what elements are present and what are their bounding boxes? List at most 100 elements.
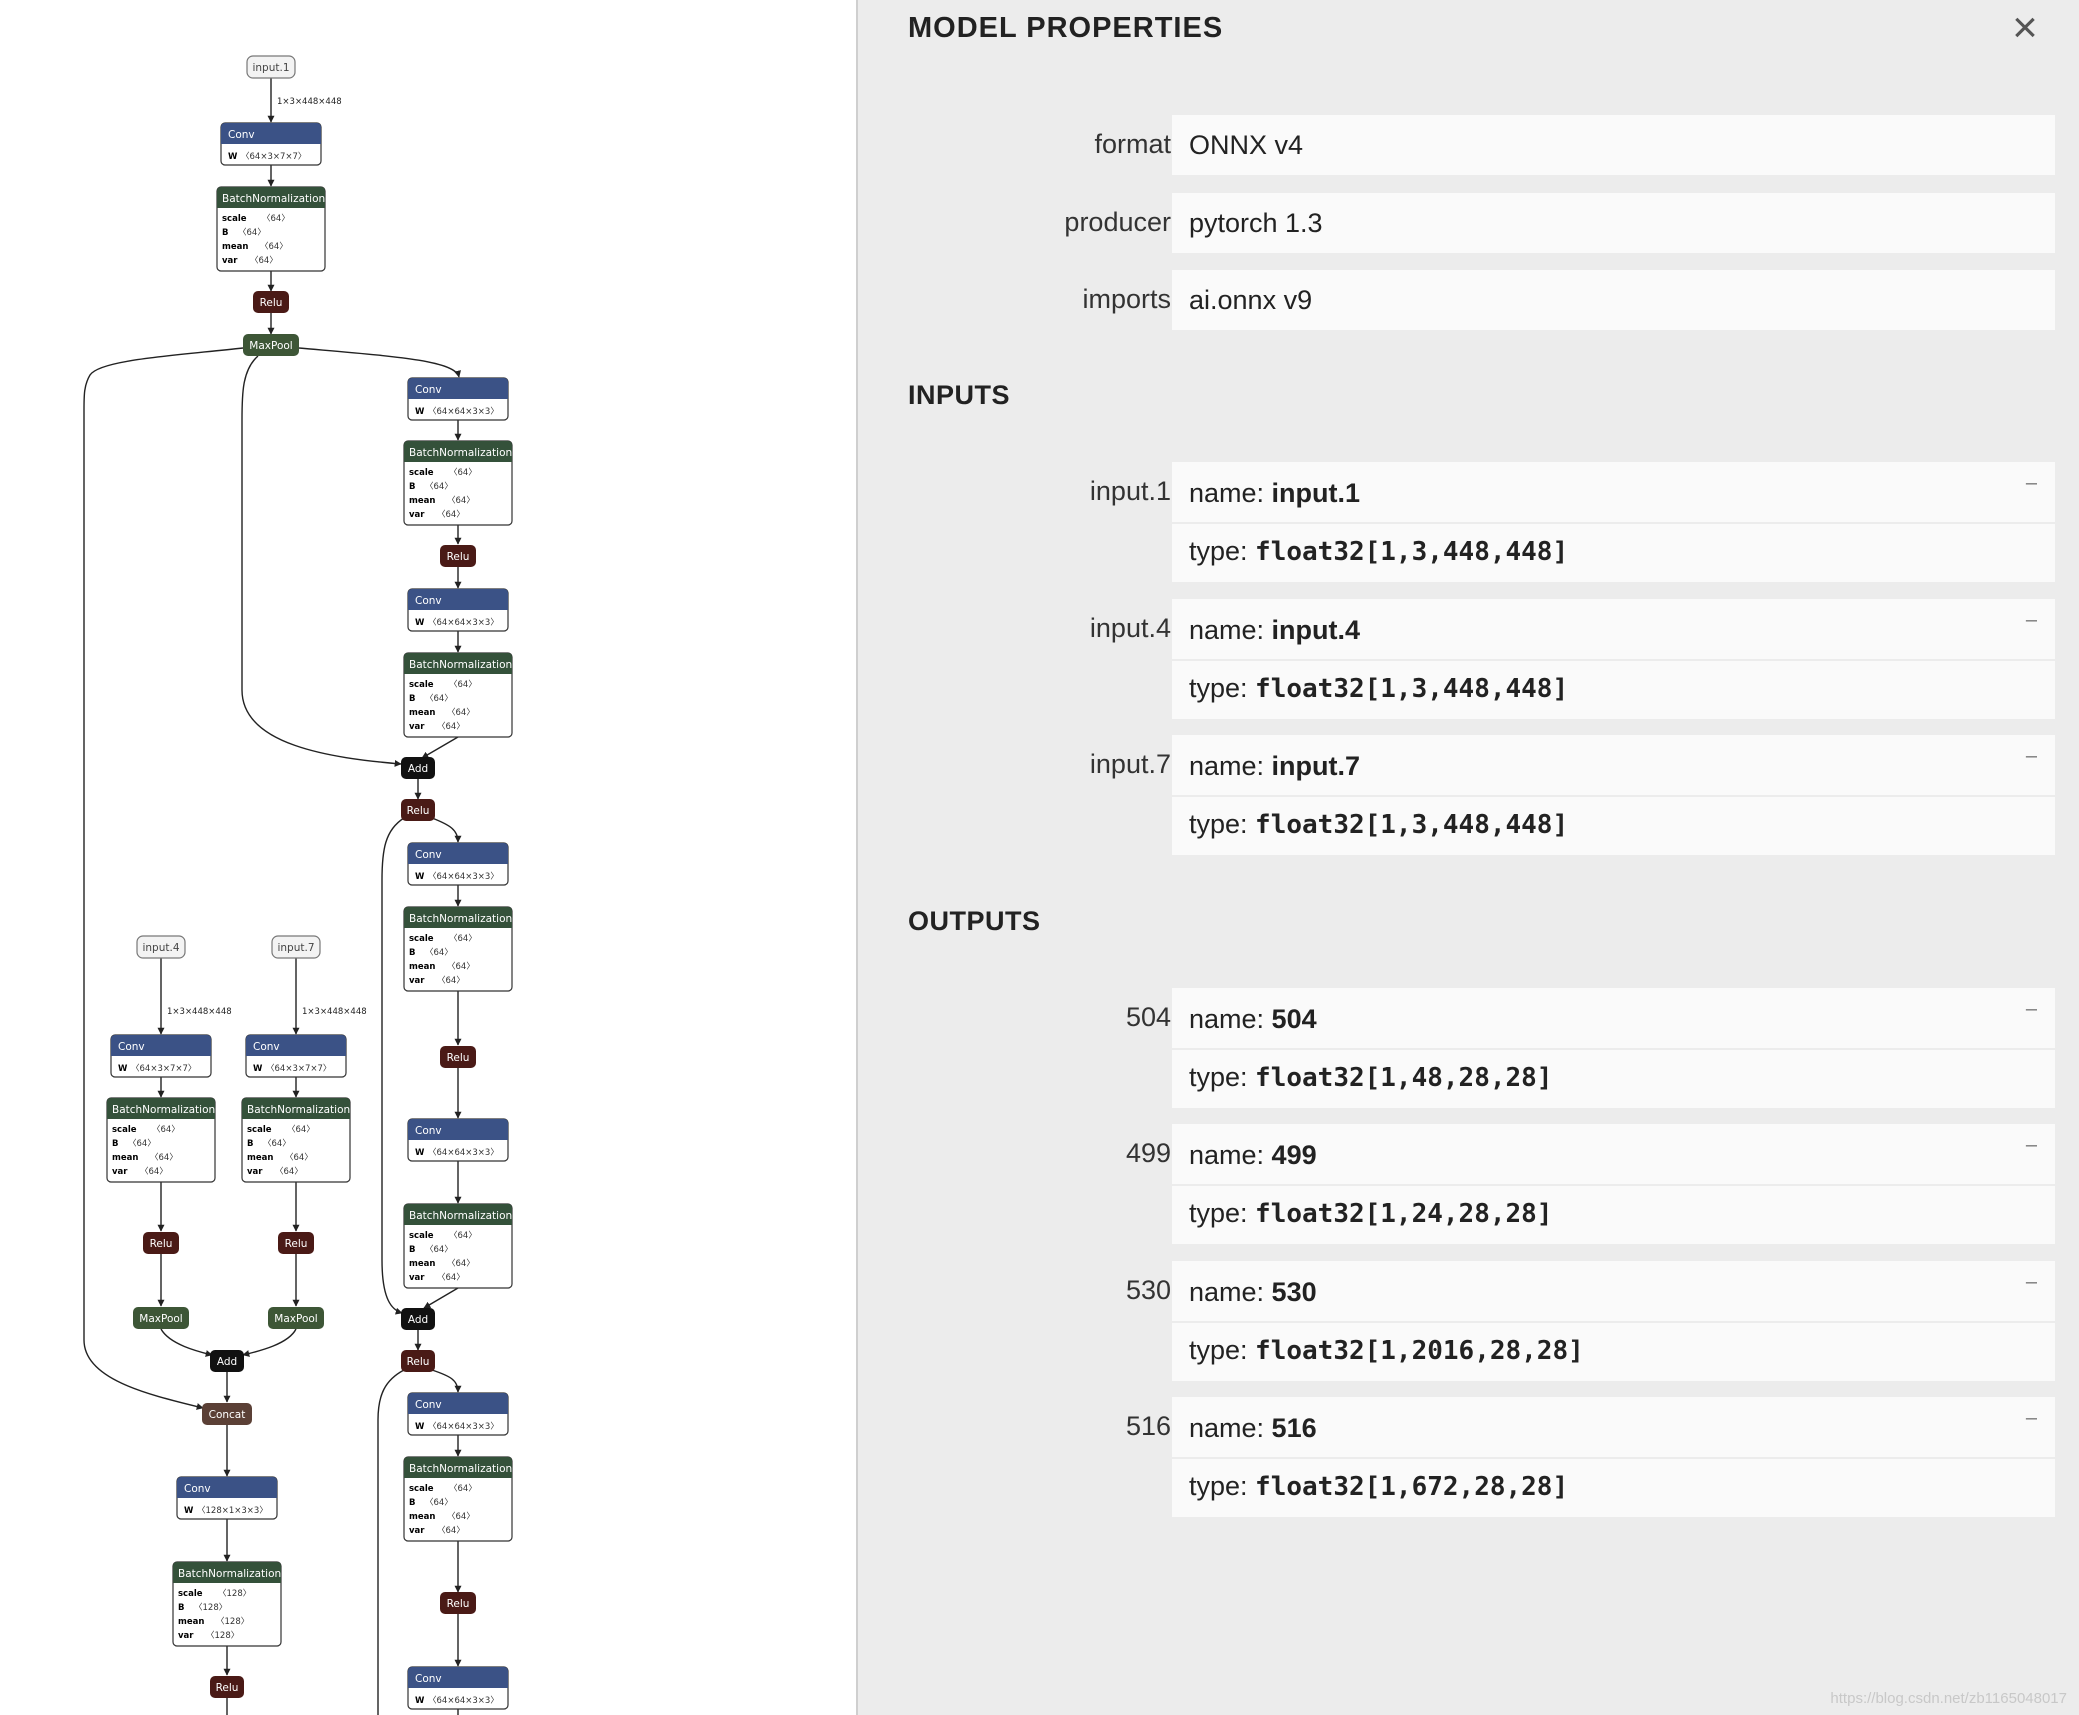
collapse-icon[interactable]: – xyxy=(2025,472,2037,494)
bn-attr-value: 〈64〉 xyxy=(425,1498,453,1508)
argument-name: 530 xyxy=(1271,1277,1317,1307)
conv-header-fill xyxy=(221,137,321,144)
bn-header-fill xyxy=(242,1112,350,1119)
add-node[interactable]: Add xyxy=(210,1350,244,1372)
maxpool-node[interactable]: MaxPool xyxy=(243,334,299,356)
input-7-node[interactable]: input.7 xyxy=(271,935,321,959)
input-4-node[interactable]: input.4 xyxy=(136,935,186,959)
edge xyxy=(431,817,462,843)
argument-box[interactable]: name: 516 type: float32[1,672,28,28] – xyxy=(1172,1397,2055,1517)
concat-node[interactable]: Concat xyxy=(202,1403,252,1425)
type-prefix: type: xyxy=(1189,673,1256,703)
edge xyxy=(431,1369,462,1393)
argument-box[interactable]: name: input.1 type: float32[1,3,448,448]… xyxy=(1172,462,2055,582)
maxpool-node[interactable]: MaxPool xyxy=(268,1307,324,1329)
collapse-icon[interactable]: – xyxy=(2025,1134,2037,1156)
bn-attr-key: B xyxy=(112,1139,118,1149)
argument-box[interactable]: name: 499 type: float32[1,24,28,28] – xyxy=(1172,1124,2055,1244)
batchnorm-node[interactable]: BatchNormalizationscale〈64〉B〈64〉mean〈64〉… xyxy=(216,186,326,272)
argument-type-line: type: float32[1,48,28,28] xyxy=(1189,1062,1552,1093)
relu-node[interactable]: Relu xyxy=(278,1232,314,1254)
conv-header-fill xyxy=(408,603,508,610)
conv-header-fill xyxy=(246,1049,346,1056)
bn-title: BatchNormalization xyxy=(247,1104,350,1116)
bn-attr-value: 〈64〉 xyxy=(447,708,475,718)
bn-attr-key: var xyxy=(409,1273,425,1283)
conv-attr-value: 〈64×64×3×3〉 xyxy=(428,1696,499,1706)
batchnorm-node[interactable]: BatchNormalizationscale〈64〉B〈64〉mean〈64〉… xyxy=(403,906,513,992)
relu-node-label: Relu xyxy=(447,1052,470,1064)
bn-attr-key: mean xyxy=(409,708,435,718)
collapse-icon[interactable]: – xyxy=(2025,745,2037,767)
add-node[interactable]: Add xyxy=(401,1308,435,1330)
argument-box[interactable]: name: 530 type: float32[1,2016,28,28] – xyxy=(1172,1261,2055,1381)
bn-attr-value: 〈64〉 xyxy=(449,680,477,690)
batchnorm-node[interactable]: BatchNormalizationscale〈64〉B〈64〉mean〈64〉… xyxy=(403,652,513,738)
argument-box[interactable]: name: input.7 type: float32[1,3,448,448]… xyxy=(1172,735,2055,855)
relu-node[interactable]: Relu xyxy=(440,1592,476,1614)
conv-title: Conv xyxy=(415,384,442,396)
collapse-icon[interactable]: – xyxy=(2025,998,2037,1020)
argument-name-line: name: 530 xyxy=(1189,1277,1317,1308)
name-prefix: name: xyxy=(1189,1277,1272,1307)
property-value[interactable]: pytorch 1.3 xyxy=(1172,193,2055,253)
conv-attr-value: 〈64×3×7×7〉 xyxy=(131,1064,196,1074)
relu-node[interactable]: Relu xyxy=(143,1232,179,1254)
add-node-box xyxy=(210,1350,244,1372)
argument-box[interactable]: name: input.4 type: float32[1,3,448,448]… xyxy=(1172,599,2055,719)
maxpool-node[interactable]: MaxPool xyxy=(133,1307,189,1329)
edge-label-input4: 1×3×448×448 xyxy=(167,1007,232,1017)
bn-attr-value: 〈64〉 xyxy=(449,468,477,478)
batchnorm-node[interactable]: BatchNormalizationscale〈128〉B〈128〉mean〈1… xyxy=(172,1561,282,1647)
collapse-icon[interactable]: – xyxy=(2025,609,2037,631)
bn-attr-value: 〈64〉 xyxy=(285,1153,313,1163)
batchnorm-node[interactable]: BatchNormalizationscale〈64〉B〈64〉mean〈64〉… xyxy=(241,1097,351,1183)
relu-node[interactable]: Relu xyxy=(253,291,289,313)
relu-node-box xyxy=(401,1350,435,1372)
bn-attr-key: scale xyxy=(112,1125,137,1135)
maxpool-node-label: MaxPool xyxy=(249,340,292,352)
batchnorm-node[interactable]: BatchNormalizationscale〈64〉B〈64〉mean〈64〉… xyxy=(106,1097,216,1183)
conv-attr-key: W xyxy=(415,872,425,882)
graph-svg[interactable]: input.1ConvW〈64×3×7×7〉BatchNormalization… xyxy=(0,0,856,1715)
add-node[interactable]: Add xyxy=(401,757,435,779)
property-value[interactable]: ai.onnx v9 xyxy=(1172,270,2055,330)
conv-header-fill xyxy=(408,1681,508,1688)
collapse-icon[interactable]: – xyxy=(2025,1407,2037,1429)
property-value[interactable]: ONNX v4 xyxy=(1172,115,2055,175)
close-icon[interactable]: × xyxy=(2012,3,2038,52)
batchnorm-node[interactable]: BatchNormalizationscale〈64〉B〈64〉mean〈64〉… xyxy=(403,1456,513,1542)
relu-node[interactable]: Relu xyxy=(210,1676,244,1698)
relu-node[interactable]: Relu xyxy=(440,545,476,567)
conv-attr-key: W xyxy=(415,1422,425,1432)
bn-attr-key: var xyxy=(409,510,425,520)
batchnorm-node[interactable]: BatchNormalizationscale〈64〉B〈64〉mean〈64〉… xyxy=(403,440,513,526)
bn-attr-key: scale xyxy=(409,680,434,690)
conv-title: Conv xyxy=(415,595,442,607)
relu-node[interactable]: Relu xyxy=(401,799,435,821)
property-label: format xyxy=(1094,129,1171,159)
conv-attr-key: W xyxy=(415,618,425,628)
argument-box[interactable]: name: 504 type: float32[1,48,28,28] – xyxy=(1172,988,2055,1108)
batchnorm-node[interactable]: BatchNormalizationscale〈64〉B〈64〉mean〈64〉… xyxy=(403,1203,513,1289)
relu-node[interactable]: Relu xyxy=(440,1046,476,1068)
bn-attr-key: mean xyxy=(409,1512,435,1522)
argument-label: input.4 xyxy=(1089,613,1171,643)
input-1-node[interactable]: input.1 xyxy=(246,55,296,79)
relu-node[interactable]: Relu xyxy=(401,1350,435,1372)
conv-attr-key: W xyxy=(415,1696,425,1706)
collapse-icon[interactable]: – xyxy=(2025,1271,2037,1293)
bn-title: BatchNormalization xyxy=(409,1463,512,1475)
bn-attr-key: scale xyxy=(247,1125,272,1135)
